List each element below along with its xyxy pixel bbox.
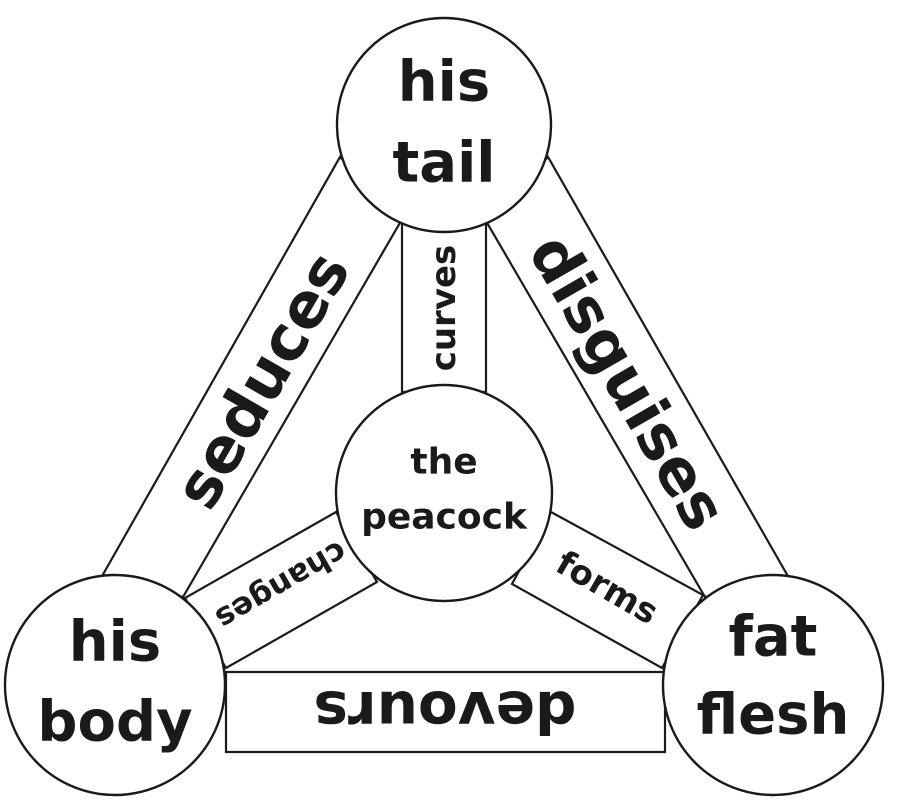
node-label-line2: body [37, 690, 192, 755]
node-circle [661, 573, 885, 797]
edge-label-seduces: seduces [160, 239, 365, 521]
node-fat-flesh: fat flesh [661, 573, 885, 797]
edge-label-devours: devours [314, 678, 577, 746]
node-his-tail: his tail [335, 16, 553, 234]
node-circle [335, 16, 553, 234]
node-label-line1: his [398, 50, 490, 115]
node-label-line2: flesh [697, 683, 850, 748]
node-label-line2: peacock [361, 497, 528, 538]
node-label-line1: fat [729, 605, 818, 670]
node-the-peacock: the peacock [334, 383, 554, 603]
edge-label-curves: curves [424, 245, 464, 372]
node-label-line1: the [410, 442, 477, 483]
node-circle [3, 573, 227, 797]
node-label-line2: tail [393, 131, 496, 196]
node-his-body: his body [3, 573, 227, 797]
connector-bands [99, 155, 791, 754]
node-label-line1: his [69, 610, 161, 675]
node-circle [334, 383, 554, 603]
band-devours [224, 670, 667, 754]
